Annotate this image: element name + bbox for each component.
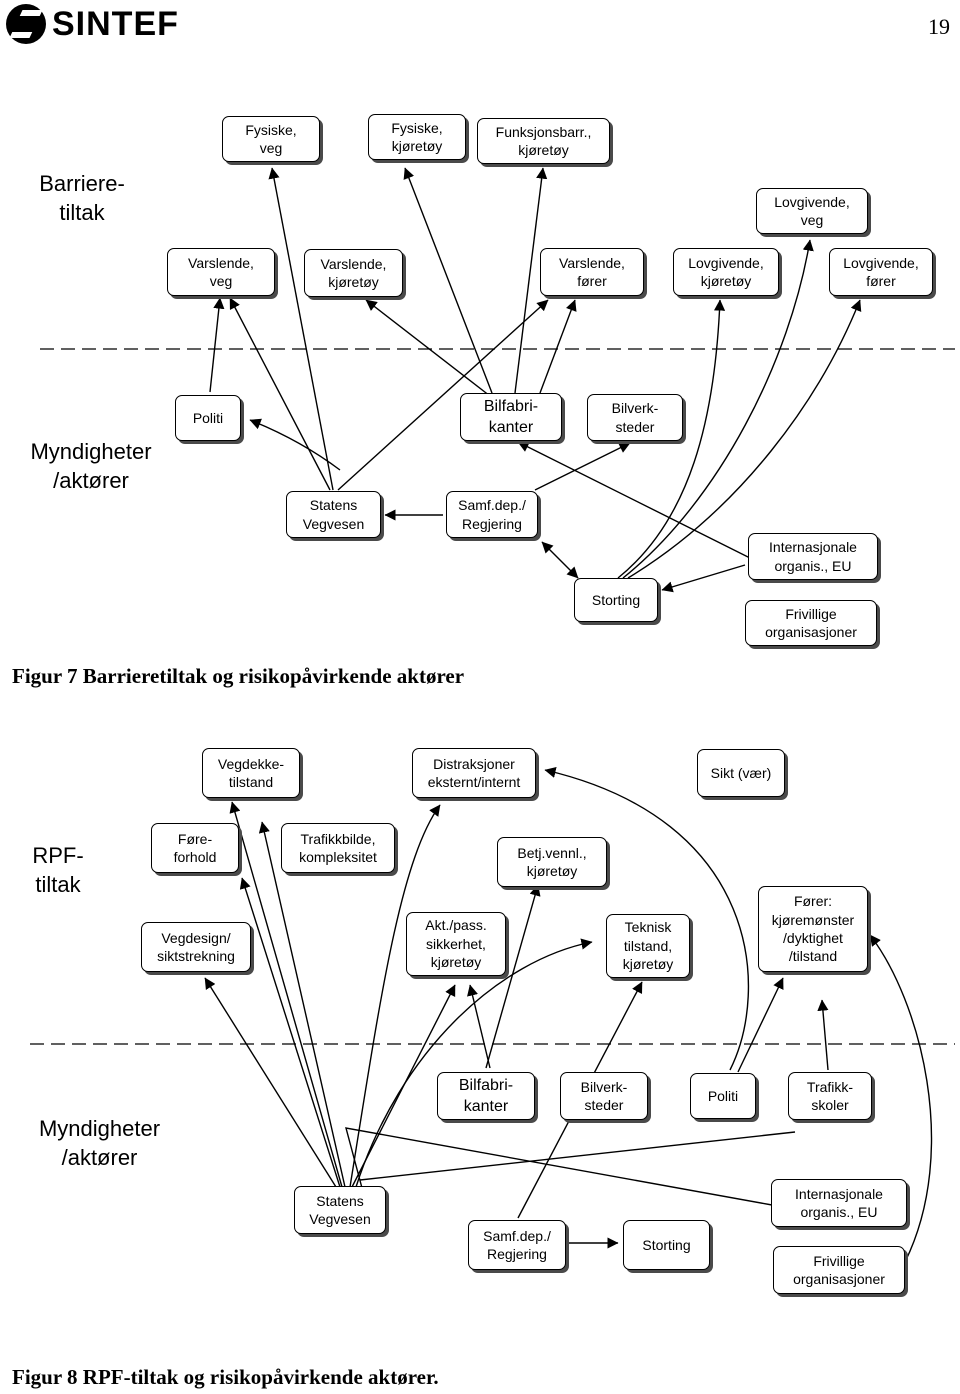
fig8-node-trafikkbilde: Trafikkbilde, kompleksitet (281, 823, 395, 873)
fig7-zone-myndigheter-label: Myndigheter /aktører (30, 439, 152, 493)
fig8-zone-rpf-label: RPF- tiltak (32, 843, 84, 897)
fig7-node-internasjonale: Internasjonale organis., EU (748, 533, 878, 580)
fig8-edge-frivillige-forer (869, 934, 933, 1263)
fig8-edge-sv-trafikkbilde (258, 821, 346, 1188)
fig8-node-betj-venn: Betj.vennl., kjøretøy (497, 837, 607, 887)
fig7-edge-politi-fysiske-veg (209, 297, 225, 393)
fig8-edge-politi-forer (737, 977, 784, 1073)
fig7-edge-bil-funksjonsbarr (514, 167, 548, 394)
fig8-node-statens-vegvesen: Statens Vegvesen (294, 1186, 386, 1234)
fig8-node-distraksjoner: Distraksjoner eksternt/internt (412, 748, 536, 798)
fig7-caption: Figur 7 Barrieretiltak og risikopåvirken… (12, 664, 465, 688)
fig7-edge-sv-fysiske-veg (268, 167, 334, 491)
fig8-node-internasjonale: Internasjonale organis., EU (771, 1179, 907, 1227)
fig7-node-storting: Storting (574, 578, 658, 622)
fig7-node-lovgivende-forer: Lovgivende, fører (829, 248, 933, 296)
fig8-node-foreforhold: Føre- forhold (151, 823, 239, 873)
fig8-node-teknisk: Teknisk tilstand, kjøretøy (606, 914, 690, 978)
fig7-edge-storting-lovg-kjoretoy (617, 299, 726, 579)
fig8-edge-sv-vegdekke (229, 801, 343, 1188)
fig7-node-varslende-veg: Varslende, veg (167, 248, 275, 296)
fig7-node-politi: Politi (175, 395, 241, 441)
fig7-edge-samf-bilverk (534, 442, 631, 491)
fig8-node-samf-dep: Samf.dep./ Regjering (468, 1220, 566, 1270)
fig7-node-lovgivende-veg: Lovgivende, veg (756, 188, 868, 234)
sintef-logo-icon (6, 4, 46, 44)
fig8-node-storting: Storting (623, 1220, 710, 1270)
fig8-edge-trafikkskoler-forer (817, 999, 829, 1071)
fig7-node-frivillige: Frivillige organisasjoner (745, 600, 877, 646)
fig7-node-samf-dep: Samf.dep./ Regjering (446, 491, 538, 538)
fig8-edge-bil-akt (467, 984, 491, 1069)
fig8-caption: Figur 8 RPF-tiltak og risikopåvirkende a… (12, 1365, 439, 1389)
fig8-node-politi: Politi (690, 1073, 756, 1119)
fig8-edge-internasjonale-sv (345, 1127, 773, 1206)
fig8-zone-myndigheter-label: Myndigheter /aktører (38, 1116, 161, 1170)
fig8-node-trafikkskoler: Trafikk- skoler (788, 1072, 872, 1120)
fig8-edge-sv-teknisk (355, 938, 593, 1188)
fig7-node-varslende-forer: Varslende, fører (540, 248, 644, 296)
logo-text: SINTEF (52, 4, 179, 43)
fig7-zone-barriere-label: Barriere- tiltak (39, 171, 125, 225)
fig8-edge-bil-betj (485, 884, 541, 1069)
fig7-edge-samf-storting (541, 541, 579, 579)
fig7-edge-storting-lovg-forer (627, 299, 862, 579)
page-number: 19 (928, 14, 950, 39)
sintef-logo: SINTEF (6, 4, 179, 44)
fig7-node-fysiske-kjoretoy: Fysiske, kjøretøy (368, 114, 466, 160)
fig8-node-bilverksteder: Bilverk- steder (560, 1072, 648, 1120)
fig7-node-lovgivende-kjoretoy: Lovgivende, kjøretøy (673, 248, 779, 296)
fig8-edge-politi-distraksjoner (544, 766, 750, 1071)
fig7-edge-bil-varslende-forer (539, 299, 577, 394)
fig7-node-funksjonsbarr: Funksjonsbarr., kjøretøy (477, 118, 610, 164)
fig7-edge-sv-varslende-forer (337, 299, 549, 491)
fig8-edge-sv-politi-line (359, 1131, 796, 1181)
fig8-node-sikt: Sikt (vær) (697, 749, 785, 797)
fig8-node-vegdesign: Vegdesign/ siktstrekning (141, 922, 251, 972)
fig8-node-vegdekke: Vegdekke- tilstand (202, 748, 300, 798)
fig8-node-forer: Fører: kjøremønster /dyktighet /tilstand (758, 886, 868, 972)
fig7-edge-sv-varslende-veg (229, 297, 331, 491)
fig7-node-fysiske-veg: Fysiske, veg (222, 116, 320, 162)
fig8-node-frivillige: Frivillige organisasjoner (773, 1246, 905, 1294)
fig7-node-bilfabrikanter: Bilfabri- kanter (460, 393, 562, 441)
fig7-edge-bil-varslende-kjoretoy (365, 299, 491, 397)
fig7-edge-politi-sv (249, 418, 341, 471)
fig8-edge-sv-foreforhold (239, 877, 341, 1188)
fig7-node-statens-vegvesen: Statens Vegvesen (286, 491, 381, 538)
fig7-node-varslende-kjoretoy: Varslende, kjøretøy (304, 249, 403, 297)
fig8-node-akt-pass: Akt./pass. sikkerhet, kjøretøy (406, 912, 506, 976)
fig8-node-bilfabrikanter: Bilfabri- kanter (437, 1072, 535, 1120)
fig8-edge-sv-vegdesign (204, 977, 337, 1188)
fig7-edge-bil-internasjonale (517, 441, 751, 559)
fig8-edge-sv-distraksjoner (349, 804, 441, 1188)
fig7-edge-bil-fysiske-kjoretoy (403, 167, 493, 394)
fig7-node-bilverksteder: Bilverk- steder (587, 394, 683, 441)
fig7-edge-frivillige-storting (661, 564, 746, 593)
fig7-edge-storting-lovg-veg (622, 239, 814, 579)
